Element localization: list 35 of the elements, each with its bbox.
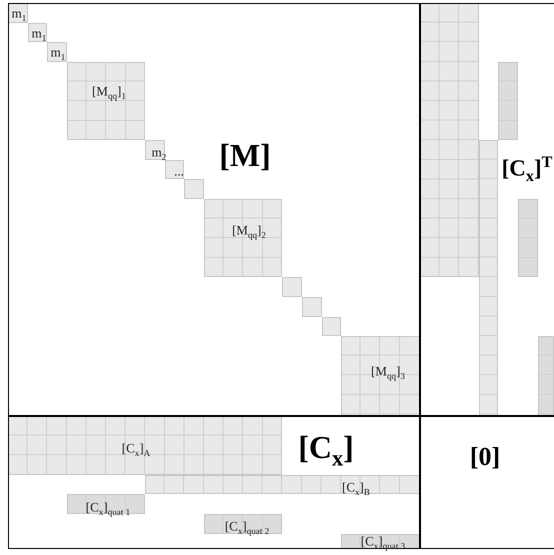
matrix-block [498,62,518,140]
matrix-block [47,42,67,62]
block-label: ... [174,164,184,178]
matrix-block [282,277,302,297]
shaded-matrix-block [204,514,282,534]
matrix-label: [0] [470,444,500,470]
matrix-block [204,199,282,278]
matrix-label: [M] [219,139,271,171]
matrix-block [8,416,282,475]
matrix-label: [C$_{x}$]$^{T}$ [502,156,552,180]
block-label: m$_{1}$ [32,26,46,40]
block-label: [C$_{x}$]$_{B}$ [342,480,370,494]
matrix-block [184,179,204,199]
matrix-block [302,297,322,317]
block-label: m$_{1}$ [50,45,66,58]
block-label: m$_{1}$ [12,6,26,20]
matrix-block [164,160,184,180]
matrix-partition [8,3,420,416]
matrix-block [145,474,420,494]
matrix-block [28,22,48,42]
matrix-block [66,62,146,140]
matrix-partition [420,416,554,549]
matrix-block [8,3,28,23]
matrix-block [538,336,554,416]
matrix-block [478,140,498,416]
matrix-partition [8,416,420,549]
matrix-block [322,316,342,336]
matrix-block [341,336,420,416]
block-label: m$_{2}$ [152,145,166,158]
matrix-block [145,140,165,160]
matrix-block [518,199,538,278]
block-label: [C$_{x}$]$_{A}$ [122,442,150,454]
matrix-label: [C$_{x}$] [298,431,354,463]
matrix-partition [420,3,554,416]
matrix-block [420,3,479,278]
